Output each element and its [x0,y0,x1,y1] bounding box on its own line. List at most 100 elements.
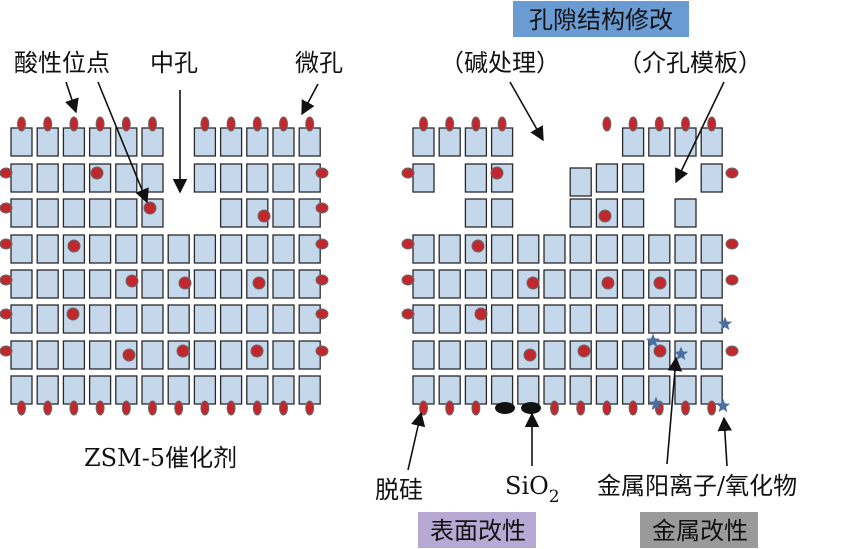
acid-site [66,307,80,321]
zeolite-block [88,127,112,157]
metal-modification-box [640,512,758,548]
zeolite-block [298,304,321,334]
zeolite-block [490,198,514,228]
zeolite-block [246,375,269,405]
zeolite-block [517,375,540,405]
zeolite-block [700,340,723,370]
pore-modification-label: 孔隙结构修改 [529,6,673,34]
zeolite-block [10,163,33,193]
zeolite-block [62,163,86,193]
zeolite-block [298,340,321,370]
zeolite-block [464,375,488,405]
zeolite-block [272,234,295,264]
acid-site [43,400,53,416]
alkali-treatment-label: （碱处理） [440,49,560,77]
zeolite-block [219,304,243,334]
acid-site [445,400,455,416]
acid-site [0,274,13,286]
acid-site [315,238,329,250]
acid-site [401,274,415,286]
zeolite-block [595,163,619,193]
acid-site [178,276,192,290]
acid-site [143,201,157,215]
zeolite-block [88,234,112,264]
acid-site [550,400,559,416]
acid-site [419,400,428,416]
zeolite-block [115,234,138,264]
acid-site [95,400,105,416]
zeolite-block [674,198,697,228]
acid-site [252,400,262,416]
zeolite-block [36,304,59,334]
left-zeolite-block [0,116,329,416]
acid-site [576,400,586,416]
zeolite-block [298,269,321,299]
metal-star [648,396,664,411]
zeolite-block [490,234,514,264]
zeolite-block [438,234,461,264]
sio2-particle [521,402,541,414]
zeolite-block [569,269,592,299]
acid-site [471,400,481,416]
zeolite-block [115,304,138,334]
zeolite-block [10,375,33,405]
acid-site [176,344,190,358]
zeolite-block [167,304,190,334]
acid-site [43,116,53,132]
zeolite-block [36,340,59,370]
zeolite-block [193,375,217,405]
zeolite-block [490,304,514,334]
zeolite-block [36,375,59,405]
zeolite-block [272,198,295,228]
acid-site [628,116,638,132]
metal-star [717,316,733,331]
acid-site [226,400,236,416]
zeolite-block [438,304,461,334]
acid-site [0,167,13,179]
zeolite-block [464,163,488,193]
zeolite-block [193,269,217,299]
zeolite-block [595,234,619,264]
acid-site [0,202,13,214]
zeolite-block [36,269,59,299]
acid-site [250,344,264,358]
zeolite-block [412,163,435,193]
zeolite-block [193,304,217,334]
zeolite-block [569,167,592,197]
zeolite-block [438,375,461,405]
acid-site [0,238,13,250]
zeolite-block [246,127,269,157]
zeolite-block [141,340,164,370]
zeolite-block [569,234,592,264]
zeolite-block [412,127,435,157]
zeolite-block [543,340,566,370]
acid-site [305,116,315,132]
zeolite-block [193,234,217,264]
acid-site [67,239,81,253]
right-zeolite-block [401,116,739,416]
zeolite-block [272,269,295,299]
zeolite-block [674,127,697,157]
micropore-arrow [301,83,319,116]
zeolite-block [272,127,295,157]
zeolite-block [193,163,217,193]
zeolite-block [621,375,645,405]
acid-site [121,116,131,132]
metal-arrow-1 [666,356,683,465]
acid-site [200,400,210,416]
zeolite-block [298,163,321,193]
acid-site [526,276,540,290]
acid-site [279,116,288,132]
zeolite-block [412,340,435,370]
mesopore-label: 中孔 [150,49,198,77]
zeolite-block [543,375,566,405]
sio2-label: SiO2 [505,472,560,507]
zeolite-block [674,234,697,264]
acid-site [523,348,537,362]
zeolite-block [700,234,723,264]
zeolite-block [246,234,269,264]
acid-site [602,116,612,132]
zeolite-block [464,340,488,370]
acid-site [95,116,105,132]
